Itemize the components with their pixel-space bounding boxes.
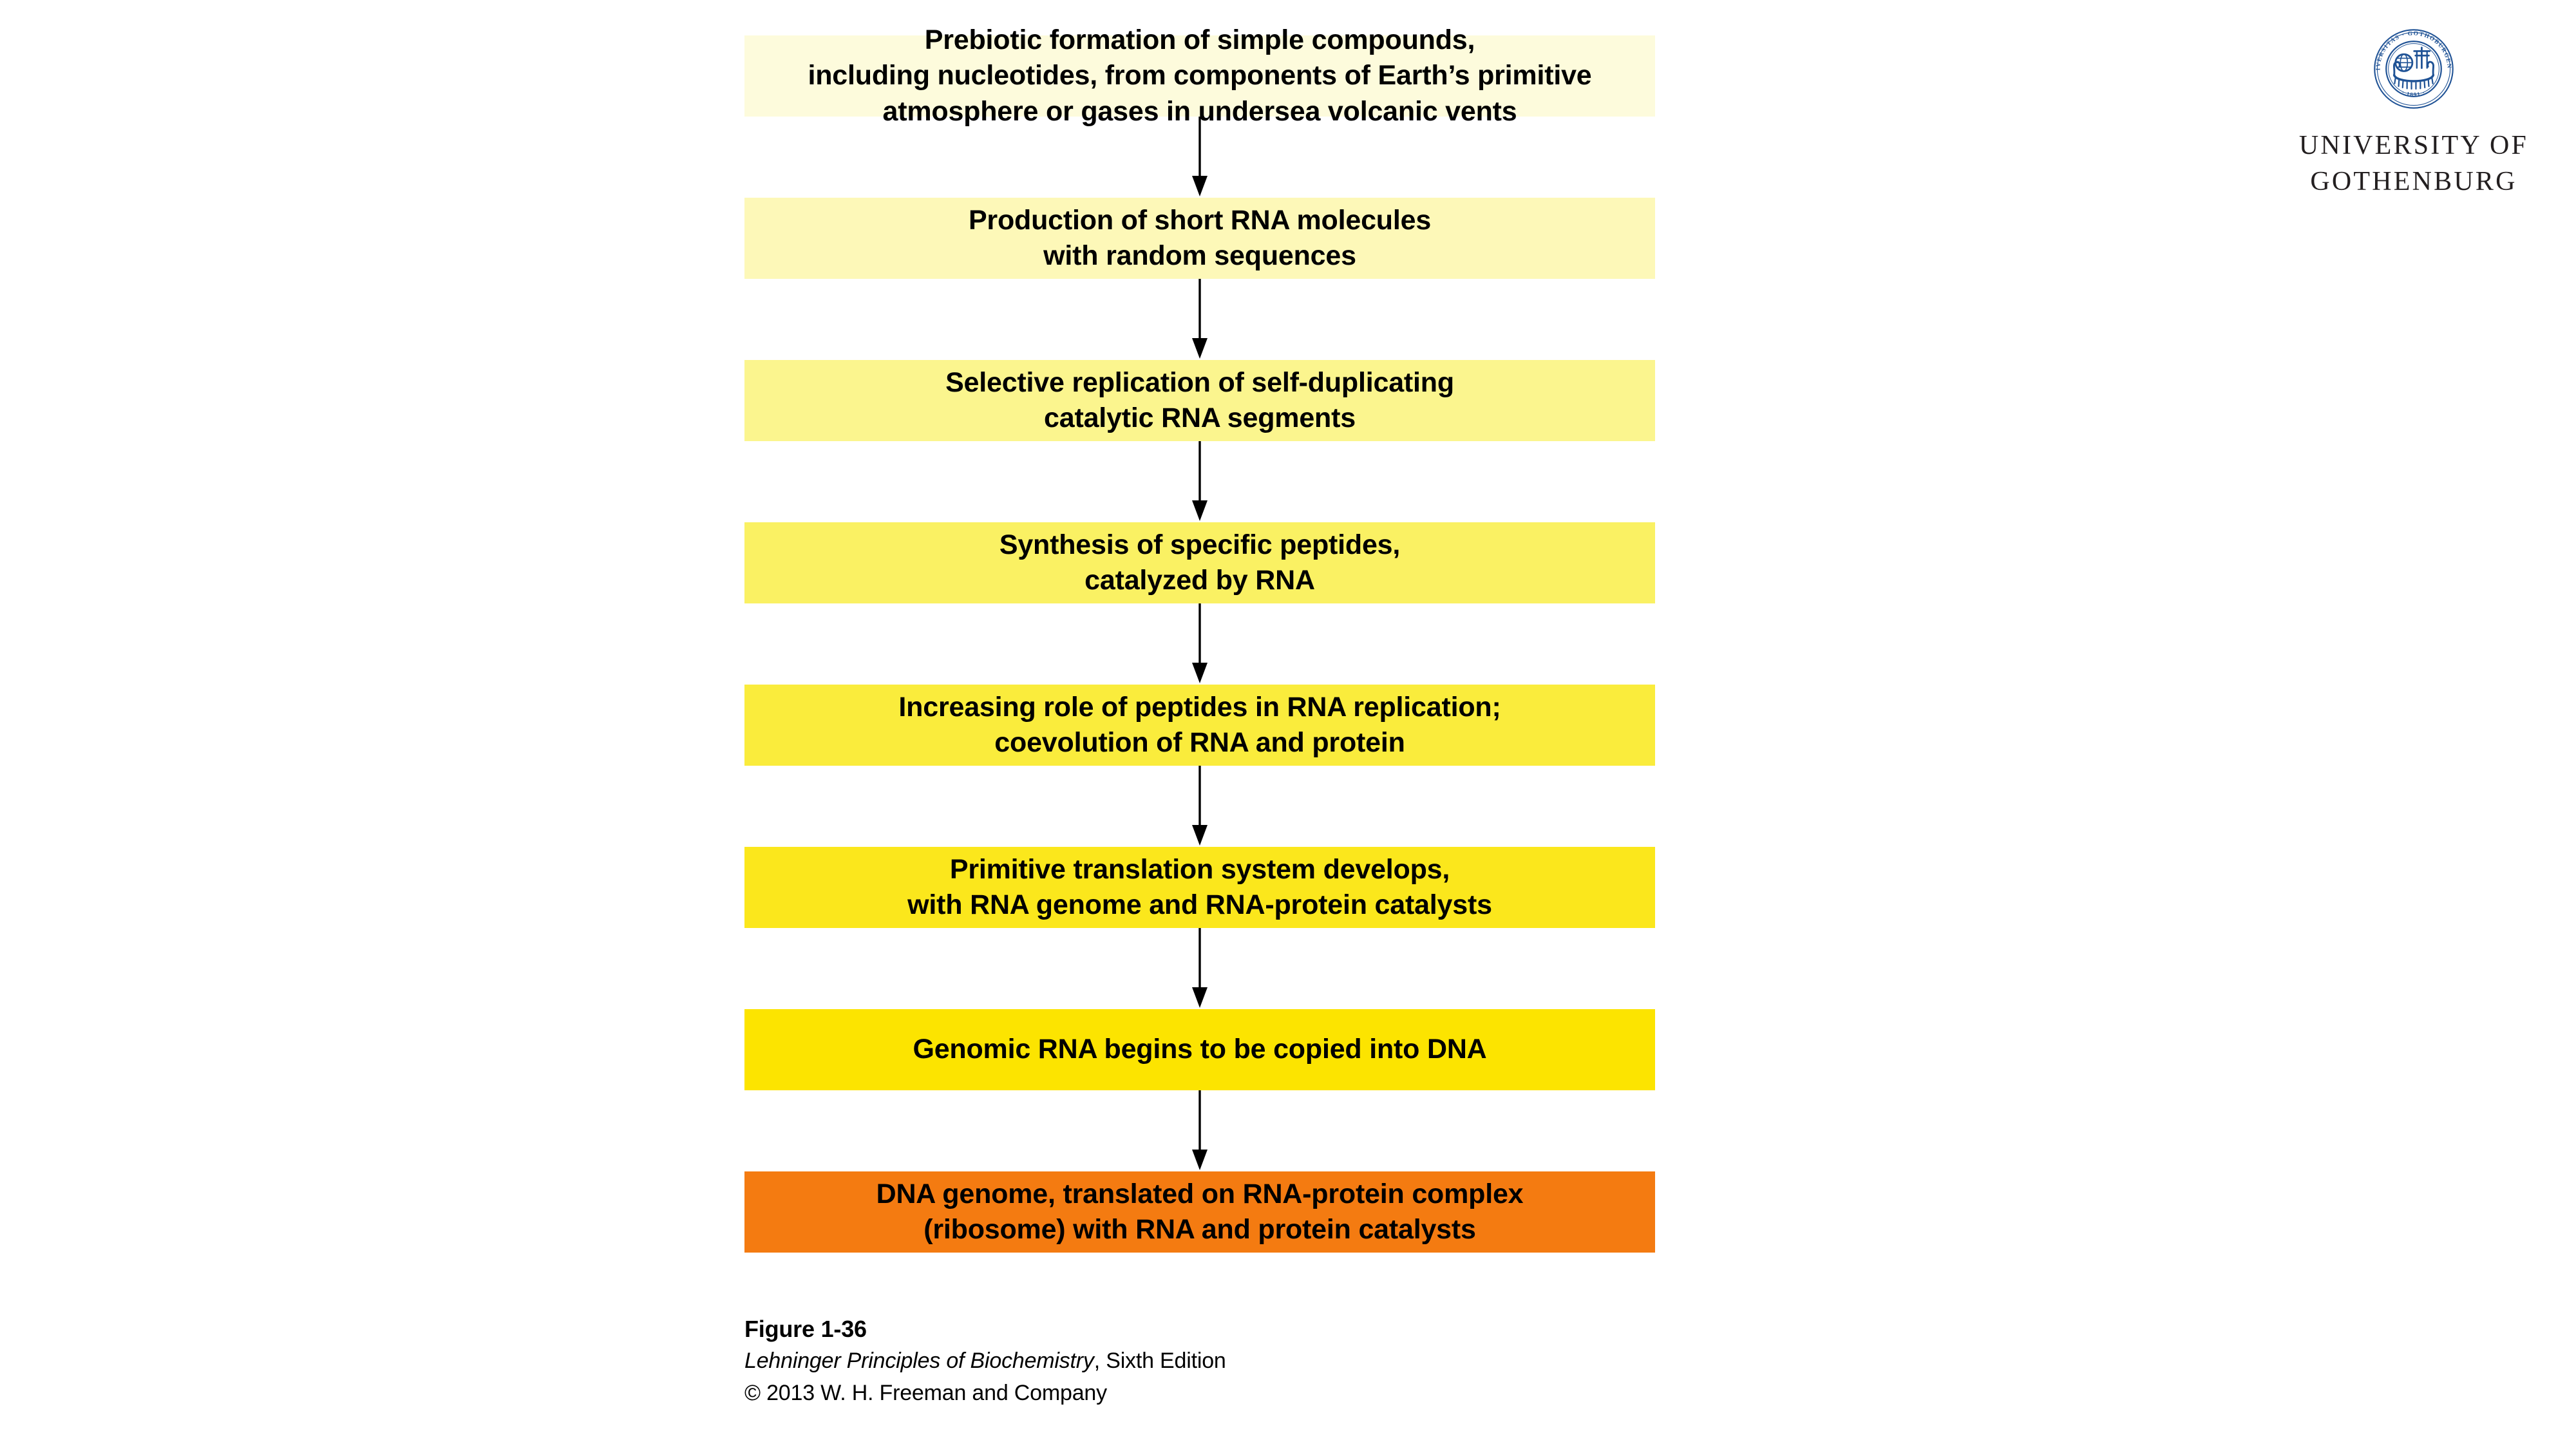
down-arrow-icon: [1192, 1090, 1208, 1170]
down-arrow-icon: [1192, 766, 1208, 846]
flow-step-line: Increasing role of peptides in RNA repli…: [898, 691, 1501, 723]
flow-step-line: Production of short RNA molecules: [968, 204, 1432, 236]
university-seal-icon: UNIVERSITAS · GOTHOBURGENSIS · 1891 ·: [2369, 24, 2454, 109]
down-arrow-icon: [1192, 279, 1208, 359]
down-arrow-icon: [1192, 441, 1208, 521]
wordmark-line-1: UNIVERSITY OF: [2298, 131, 2529, 160]
down-arrow-icon: [1192, 117, 1208, 196]
down-arrow-icon: [1192, 928, 1208, 1008]
evolution-flowchart: Prebiotic formation of simple compounds,…: [744, 24, 1655, 1253]
flow-step-short-rna-production: Production of short RNA molecules with r…: [744, 198, 1655, 279]
flow-step-line: with RNA genome and RNA-protein catalyst…: [907, 889, 1492, 920]
flow-arrow-7: [744, 1090, 1655, 1171]
flow-step-line: Prebiotic formation of simple compounds,: [924, 24, 1475, 56]
flow-step-line: Synthesis of specific peptides,: [999, 529, 1401, 560]
flow-step-prebiotic-formation: Prebiotic formation of simple compounds,…: [744, 24, 1655, 127]
figure-copyright-label: © 2013 W. H. Freeman and Company: [744, 1380, 1107, 1405]
university-wordmark: UNIVERSITY OF GOTHENBURG: [2299, 128, 2528, 200]
flow-step-selective-replication: Selective replication of self-duplicatin…: [744, 360, 1655, 441]
flow-arrow-3: [744, 441, 1655, 522]
flow-arrow-5: [744, 766, 1655, 847]
flow-step-dna-genome-ribosome: DNA genome, translated on RNA-protein co…: [744, 1171, 1655, 1253]
flow-step-line: Primitive translation system develops,: [949, 853, 1450, 885]
flow-step-line: Genomic RNA begins to be copied into DNA: [913, 1034, 1487, 1065]
flow-step-line: (ribosome) with RNA and protein catalyst…: [923, 1214, 1476, 1245]
wordmark-line-2: GOTHENBURG: [2310, 167, 2517, 197]
flow-step-line: Selective replication of self-duplicatin…: [945, 366, 1454, 398]
flow-arrow-2: [744, 279, 1655, 360]
flow-step-rna-to-dna-copying: Genomic RNA begins to be copied into DNA: [744, 1009, 1655, 1090]
university-brand-block: UNIVERSITAS · GOTHOBURGENSIS · 1891 · UN…: [2278, 24, 2549, 200]
svg-text:· 1891 ·: · 1891 ·: [2401, 89, 2427, 98]
flow-step-peptide-rna-coevolution: Increasing role of peptides in RNA repli…: [744, 685, 1655, 766]
flow-step-line: DNA genome, translated on RNA-protein co…: [876, 1178, 1524, 1209]
flow-step-peptide-synthesis: Synthesis of specific peptides, catalyze…: [744, 522, 1655, 603]
flow-arrow-4: [744, 603, 1655, 685]
flow-step-line: with random sequences: [1043, 240, 1356, 271]
flow-step-primitive-translation: Primitive translation system develops, w…: [744, 847, 1655, 928]
book-edition: , Sixth Edition: [1094, 1349, 1226, 1374]
flow-step-line: coevolution of RNA and protein: [994, 727, 1405, 758]
flow-arrow-1: [744, 117, 1655, 198]
flow-arrow-6: [744, 928, 1655, 1009]
book-title: Lehninger Principles of Biochemistry: [744, 1349, 1094, 1374]
figure-number-label: Figure 1-36: [744, 1316, 867, 1342]
flow-step-line: catalytic RNA segments: [1044, 402, 1356, 433]
flow-step-line: catalyzed by RNA: [1084, 565, 1315, 596]
figure-caption: Figure 1-36 Lehninger Principles of Bioc…: [744, 1312, 1226, 1409]
figure-source-label: Lehninger Principles of Biochemistry, Si…: [744, 1345, 1226, 1378]
down-arrow-icon: [1192, 603, 1208, 683]
flow-step-line: including nucleotides, from components o…: [808, 60, 1592, 91]
